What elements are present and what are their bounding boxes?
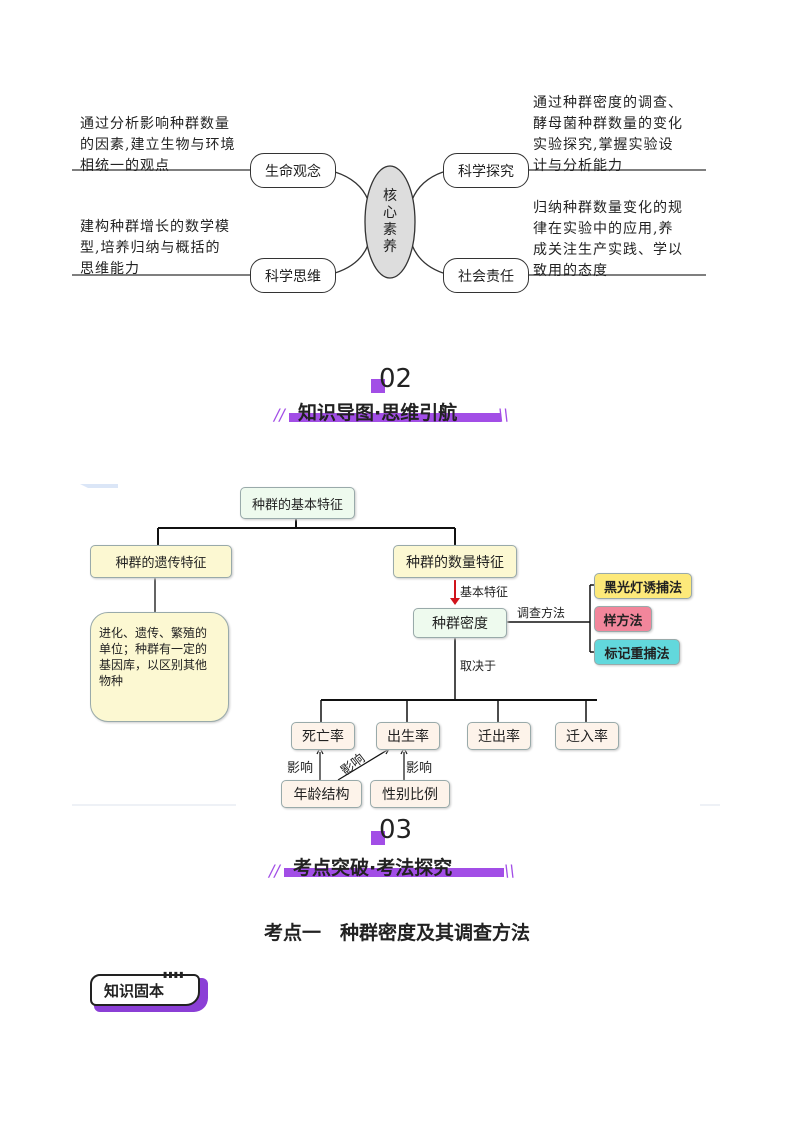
slash-decoration: \\: [498, 405, 509, 424]
desc-line: 律在实验中的应用,养: [533, 221, 674, 237]
desc-social-responsibility: 归纳种群数量变化的规 律在实验中的应用,养 成关注生产实践、学以 致用的态度: [533, 198, 683, 282]
label-depends-on: 取决于: [460, 659, 497, 673]
core-literacy-lines: [72, 165, 706, 279]
title-underline: [284, 868, 504, 877]
topic-heading: 考点一 种群密度及其调查方法: [263, 922, 530, 944]
section-number: 02: [379, 364, 413, 394]
core-item-science-inquiry: 科学探究: [443, 153, 529, 188]
node-emigration-rate: 迁出率: [467, 722, 531, 750]
section-title: 知识导图·思维引航: [298, 402, 458, 424]
desc-line: 建构种群增长的数学模: [80, 219, 230, 235]
core-item-life-concept: 生命观念: [250, 153, 336, 188]
method-light-trap: 黑光灯诱捕法: [594, 573, 692, 599]
desc-line: 进化、遗传、繁殖的: [99, 626, 208, 640]
slash-decoration: \\: [504, 861, 515, 880]
desc-line: 酵母菌种群数量的变化: [533, 116, 683, 132]
core-ellipse: [364, 165, 416, 279]
desc-science-thinking: 建构种群增长的数学模 型,培养归纳与概括的 思维能力: [80, 217, 230, 280]
desc-line: 成关注生产实践、学以: [533, 242, 683, 258]
core-item-science-thinking: 科学思维: [250, 258, 336, 293]
desc-line: 基因库，以区别其他: [99, 658, 208, 672]
node-death-rate: 死亡率: [291, 722, 355, 750]
section-number: 03: [379, 815, 413, 845]
slash-decoration: //: [269, 861, 280, 880]
core-item-social-responsibility: 社会责任: [443, 258, 529, 293]
method-quadrat: 样方法: [594, 606, 652, 632]
desc-line: 通过分析影响种群数量: [80, 116, 230, 132]
label-influence: 影响: [406, 761, 433, 776]
mindmap-lines: [72, 484, 720, 806]
desc-science-inquiry: 通过种群密度的调查、 酵母菌种群数量的变化 实验探究,掌握实验设 计与分析能力: [533, 93, 683, 177]
desc-line: 致用的态度: [533, 263, 608, 279]
node-sex-ratio: 性别比例: [370, 780, 450, 808]
label-influence: 影响: [287, 761, 314, 776]
desc-line: 通过种群密度的调查、: [533, 95, 683, 111]
node-immigration-rate: 迁入率: [555, 722, 619, 750]
node-root: 种群的基本特征: [240, 487, 355, 519]
badge-knowledge: 知识固本: [90, 974, 200, 1006]
desc-line: 的因素,建立生物与环境: [80, 137, 236, 153]
label-basic-feature: 基本特征: [460, 585, 509, 599]
node-genetic-desc: 进化、遗传、繁殖的 单位；种群有一定的 基因库，以区别其他 物种: [90, 612, 229, 722]
desc-line: 相统一的观点: [80, 158, 170, 174]
desc-line: 计与分析能力: [533, 158, 623, 174]
method-mark-recapture: 标记重捕法: [594, 639, 680, 665]
desc-line: 单位；种群有一定的: [99, 642, 208, 656]
node-age-structure: 年龄结构: [281, 780, 362, 808]
core-center-label: 核心素养: [383, 188, 397, 255]
node-birth-rate: 出生率: [376, 722, 440, 750]
badge-rings-decoration: ▮▮▮▮: [163, 970, 185, 979]
desc-line: 物种: [99, 674, 124, 688]
section-number-marker: [371, 831, 385, 845]
slash-decoration: //: [274, 405, 285, 424]
node-genetic-feature: 种群的遗传特征: [90, 545, 232, 578]
desc-line: 思维能力: [80, 261, 140, 277]
desc-life-concept: 通过分析影响种群数量 的因素,建立生物与环境 相统一的观点: [80, 114, 235, 177]
section-number-marker: [371, 379, 385, 393]
desc-line: 实验探究,掌握实验设: [533, 137, 674, 153]
section-title: 考点突破·考法探究: [293, 857, 453, 879]
node-quantity-feature: 种群的数量特征: [393, 545, 517, 578]
label-survey-method: 调查方法: [517, 606, 566, 620]
desc-line: 型,培养归纳与概括的: [80, 240, 221, 256]
title-underline: [289, 413, 501, 422]
node-population-density: 种群密度: [413, 608, 507, 638]
desc-line: 归纳种群数量变化的规: [533, 200, 683, 216]
